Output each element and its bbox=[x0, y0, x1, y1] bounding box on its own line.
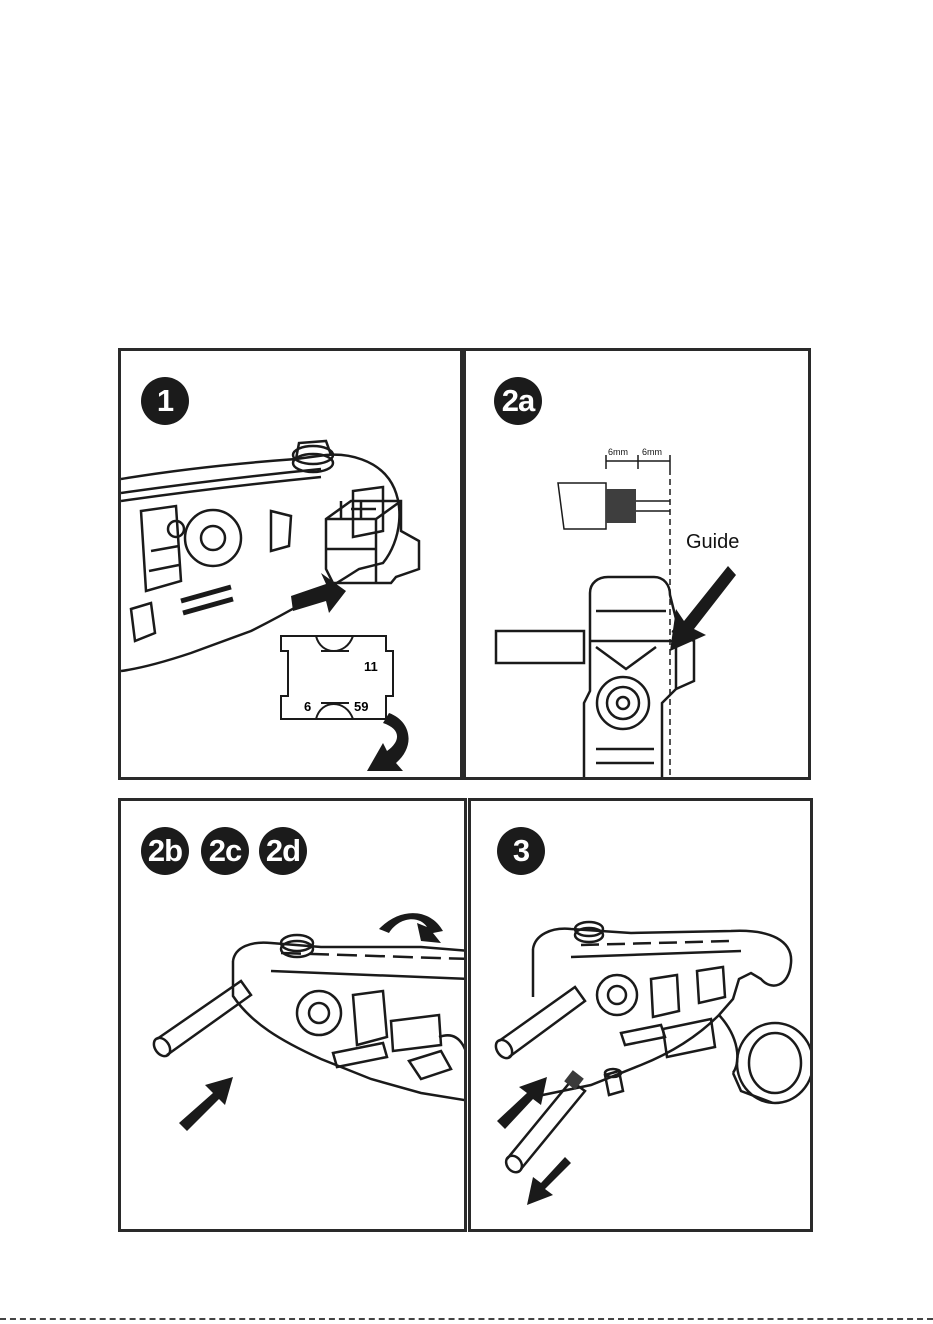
push-arrow-icon bbox=[179, 1077, 233, 1131]
step-2a-panel: 2a 6mm 6mm Guide bbox=[463, 348, 811, 780]
step-3-illustration bbox=[471, 801, 813, 1232]
step-2bcd-illustration bbox=[121, 801, 467, 1232]
guide-arrow-icon bbox=[670, 566, 736, 651]
blade-cassette bbox=[326, 501, 419, 583]
rotate-arrow-icon bbox=[367, 713, 409, 771]
pull-arrow-icon bbox=[527, 1157, 571, 1205]
step-1-illustration: 11 6 59 bbox=[121, 351, 463, 780]
step-3-panel: 3 bbox=[468, 798, 813, 1232]
stripper-tool-body bbox=[233, 935, 467, 1101]
blade-label-left: 6 bbox=[304, 699, 311, 714]
stripped-shield bbox=[606, 489, 636, 523]
blade-disc bbox=[185, 510, 241, 566]
coax-cable bbox=[558, 483, 606, 529]
blade-label-top: 11 bbox=[364, 659, 378, 674]
arrow-right-icon bbox=[291, 573, 346, 613]
blade-label-right: 59 bbox=[354, 699, 368, 714]
rotate-arrow-icon bbox=[379, 913, 443, 943]
blade-plate bbox=[281, 636, 393, 719]
page-bottom-rule bbox=[0, 1318, 933, 1320]
step-2a-illustration bbox=[466, 351, 811, 780]
coax-cable bbox=[151, 981, 251, 1059]
coax-cable bbox=[493, 987, 585, 1061]
tool-front-view bbox=[496, 577, 694, 780]
step-1-panel: 1 bbox=[118, 348, 463, 780]
step-2bcd-panel: 2b 2c 2d bbox=[118, 798, 467, 1232]
